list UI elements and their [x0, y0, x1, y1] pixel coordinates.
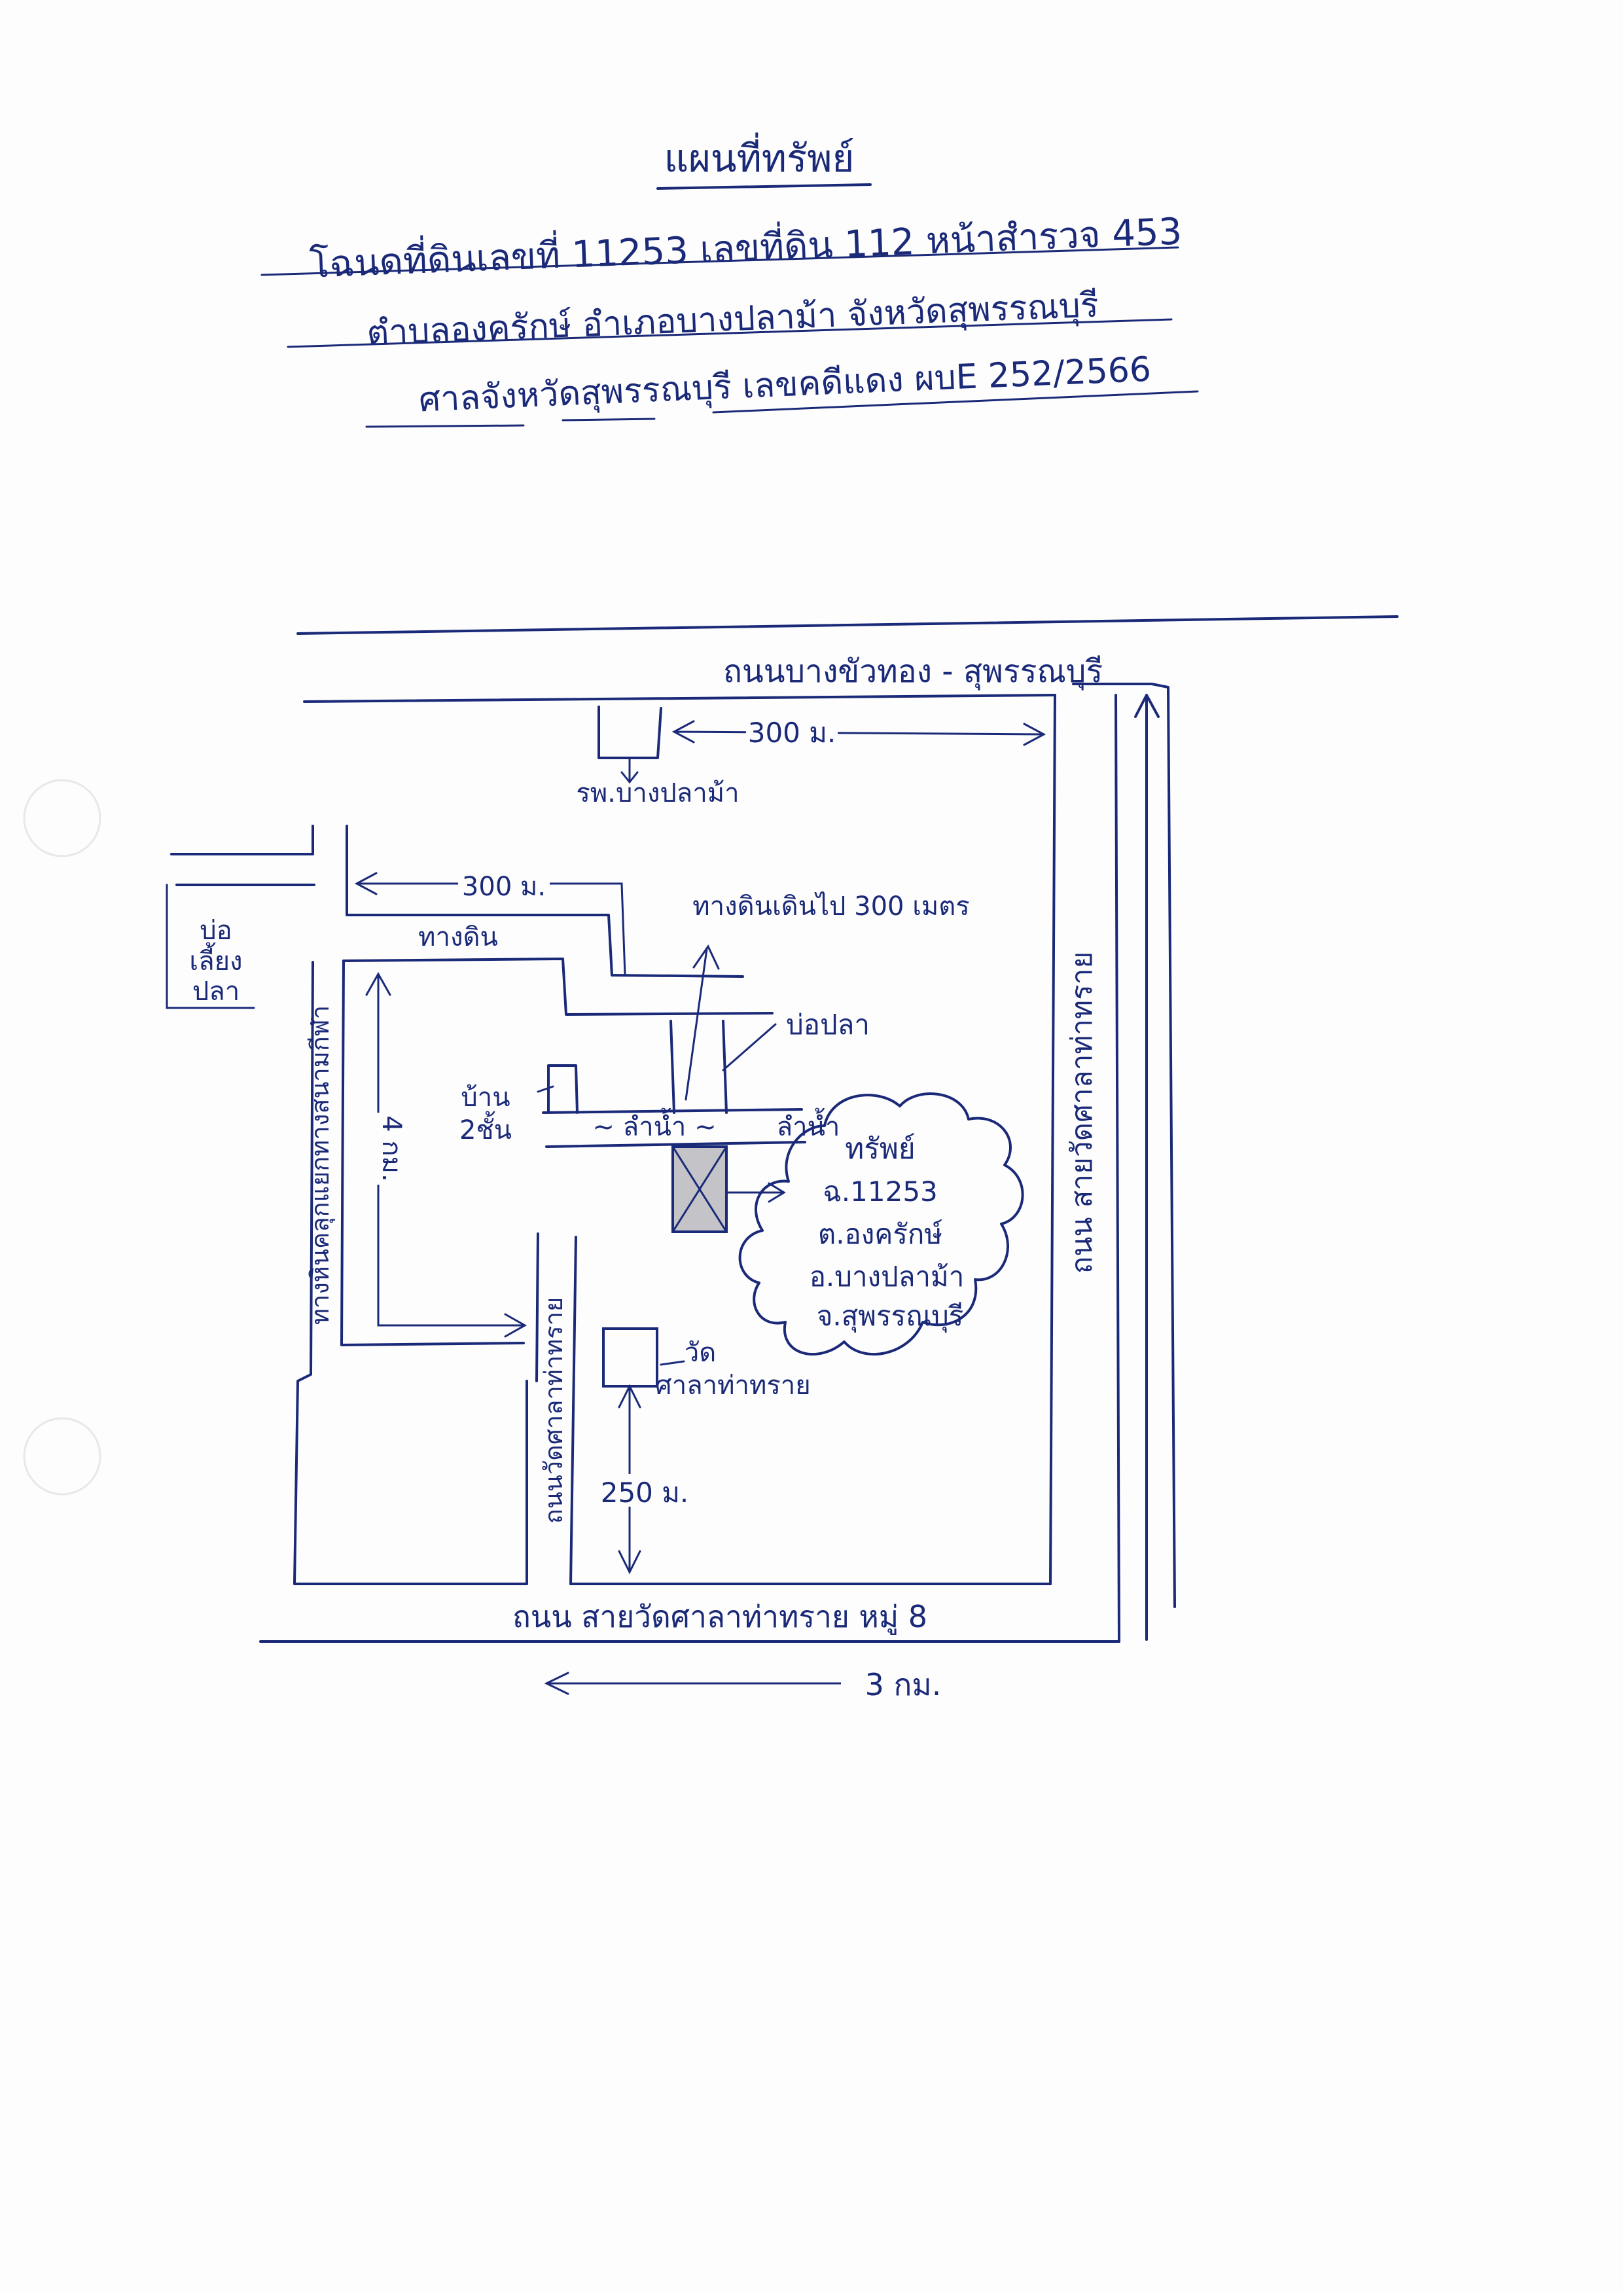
court-underline	[365, 390, 1199, 428]
fish-pond-pointer	[722, 1023, 777, 1071]
right-road-outer-edge	[1072, 683, 1176, 1608]
center-road-left-edge	[535, 1232, 539, 1382]
temple-label-1: วัด	[685, 1338, 716, 1368]
fish-pond-label: บ่อปลา	[786, 1009, 870, 1041]
left-road-outer-edge	[293, 961, 528, 1585]
fish-pond-outline	[669, 1020, 728, 1114]
right-road-label: ถนน สายวัดศาลาท่าทราย	[1065, 952, 1099, 1274]
center-road-label: ถนนวัดศาลาท่าทราย	[539, 1297, 568, 1524]
left-distance-label: 300 ม.	[462, 872, 546, 902]
dirt-road-note: ทางดินเดินไป 300 เมตร	[692, 891, 969, 922]
property-label-subdistrict: ต.องครักษ์	[818, 1218, 942, 1250]
plot-right-boundary	[1049, 694, 1056, 1585]
temple-pointer	[660, 1360, 685, 1366]
temple-marker	[602, 1327, 658, 1388]
property-label-province: จ.สุพรรณบุรี	[817, 1300, 964, 1333]
title-deed-line: โฉนดที่ดินเลขที่ 11253 เลขที่ดิน 112 หน้…	[309, 206, 1183, 286]
four-km-label: 4 กม.	[376, 1115, 406, 1181]
top-road-label: ถนนบางขัวทอง - สุพรรณบุรี	[723, 653, 1103, 691]
house-pointer	[537, 1085, 554, 1093]
four-km-arrow	[365, 971, 527, 1338]
dirt-road-label: ทางดิน	[418, 922, 498, 952]
house-label-2: 2ชั้น	[459, 1111, 512, 1145]
property-pointer	[725, 1182, 786, 1203]
dirt-road-lower	[342, 958, 774, 1016]
left-road-label: ทางหินคลุกแยกทางสนามกีฬา	[306, 1005, 335, 1325]
top-road-lower-edge	[303, 694, 1056, 703]
three-km-label: 3 กม.	[865, 1667, 942, 1702]
hospital-distance-arrow	[671, 720, 1046, 746]
location-underline	[287, 318, 1173, 348]
left-edge-road	[170, 825, 315, 886]
temple-label-2: ศาลาท่าทราย	[655, 1371, 810, 1401]
house-marker	[547, 1064, 579, 1114]
hospital-distance-label: 300 ม.	[748, 717, 836, 749]
canal-lower-edge	[545, 1141, 806, 1148]
left-road-inner-edge	[340, 960, 525, 1346]
property-label-title: ทรัพย์	[845, 1132, 915, 1166]
binder-hole-bottom	[23, 1417, 101, 1496]
binder-hole-top	[23, 779, 101, 857]
property-cloud	[738, 1092, 1024, 1356]
hospital-label: รพ.บางปลาม้า	[576, 778, 739, 808]
dirt-road-walk-arrow	[685, 944, 720, 1101]
deed-underline	[260, 246, 1179, 276]
canal-label-1: ~ ลำน้ำ ~	[592, 1107, 716, 1142]
left-pond-box	[166, 884, 255, 1009]
dirt-road-upper	[346, 825, 744, 978]
hospital-marker	[597, 706, 662, 759]
property-parcel-cross	[671, 1145, 728, 1233]
property-label-deed: ฉ.11253	[823, 1175, 938, 1208]
left-fish-pond-label-1: บ่อ	[200, 916, 232, 946]
bottom-road-label: ถนน สายวัดศาลาท่าทราย หมู่ 8	[512, 1599, 927, 1635]
map-title: แผนที่ทรัพย์	[664, 132, 855, 181]
top-road-upper-edge	[296, 615, 1399, 635]
hospital-pointer	[620, 757, 639, 784]
left-distance-arrow	[354, 872, 626, 977]
location-line: ตำบลองครักษ์ อำเภอบางปลาม้า จังหวัดสุพรร…	[366, 286, 1099, 354]
title-underline	[656, 183, 872, 190]
temple-distance-label: 250 ม.	[601, 1477, 689, 1509]
property-label-district: อ.บางปลาม้า	[810, 1261, 965, 1293]
right-road-arrow-up	[1134, 694, 1160, 1641]
right-road-inner-edge	[1115, 694, 1120, 1643]
house-label-1: บ้าน	[461, 1083, 510, 1113]
center-road-right-edge	[569, 1236, 577, 1585]
canal-upper-edge	[542, 1108, 803, 1114]
left-fish-pond-label-2: เลี้ยง	[189, 942, 242, 977]
left-fish-pond-label-3: ปลา	[192, 977, 240, 1007]
